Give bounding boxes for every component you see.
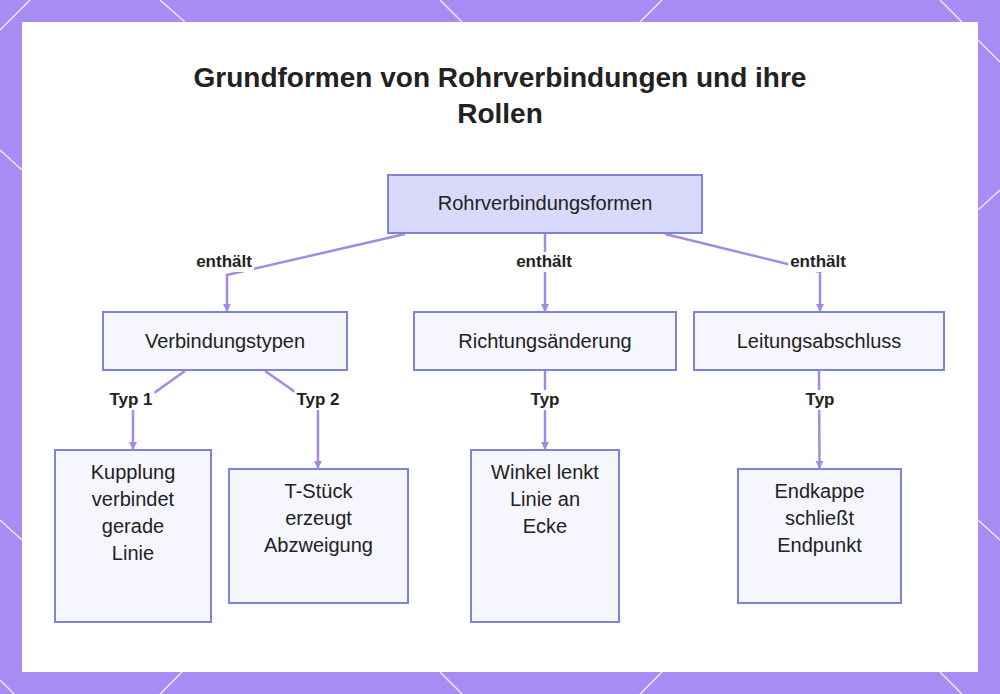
box-text: Richtungsänderung [420,328,670,355]
edge-label: enthält [514,252,574,272]
connector-line [265,371,318,468]
box-text: Kupplung verbindet gerade Linie [78,459,188,567]
edge-label: Typ 1 [107,390,154,410]
fitting-box: Winkel lenkt Linie an Ecke [470,449,620,623]
edge-label: enthält [788,252,848,272]
edge-label: enthält [194,252,254,272]
connector-line [665,234,820,311]
fitting-box: Kupplung verbindet gerade Linie [54,449,212,623]
edge-label: Typ [529,390,562,410]
fitting-box: Endkappe schließt Endpunkt [737,468,902,604]
connector-line [133,371,185,449]
edge-label: Typ [804,390,837,410]
category-box: Verbindungstypen [102,311,348,371]
box-text: Rohrverbindungsformen [400,190,690,217]
connector-line [818,371,821,468]
box-text: Endkappe schließt Endpunkt [764,478,876,559]
root-box: Rohrverbindungsformen [387,174,703,234]
fitting-box: T-Stück erzeugt Abzweigung [228,468,409,604]
edge-label: Typ 2 [294,390,341,410]
box-text: Winkel lenkt Linie an Ecke [489,459,601,540]
connector-line [227,234,405,311]
category-box: Richtungsänderung [413,311,677,371]
box-text: Leitungsabschluss [699,328,939,355]
connector-line [544,371,547,449]
box-text: Verbindungstypen [110,328,340,355]
box-text: T-Stück erzeugt Abzweigung [259,478,379,559]
category-box: Leitungsabschluss [693,311,945,371]
connector-line [544,234,547,311]
diagram-title: Grundformen von Rohrverbindungen und ihr… [150,60,850,132]
